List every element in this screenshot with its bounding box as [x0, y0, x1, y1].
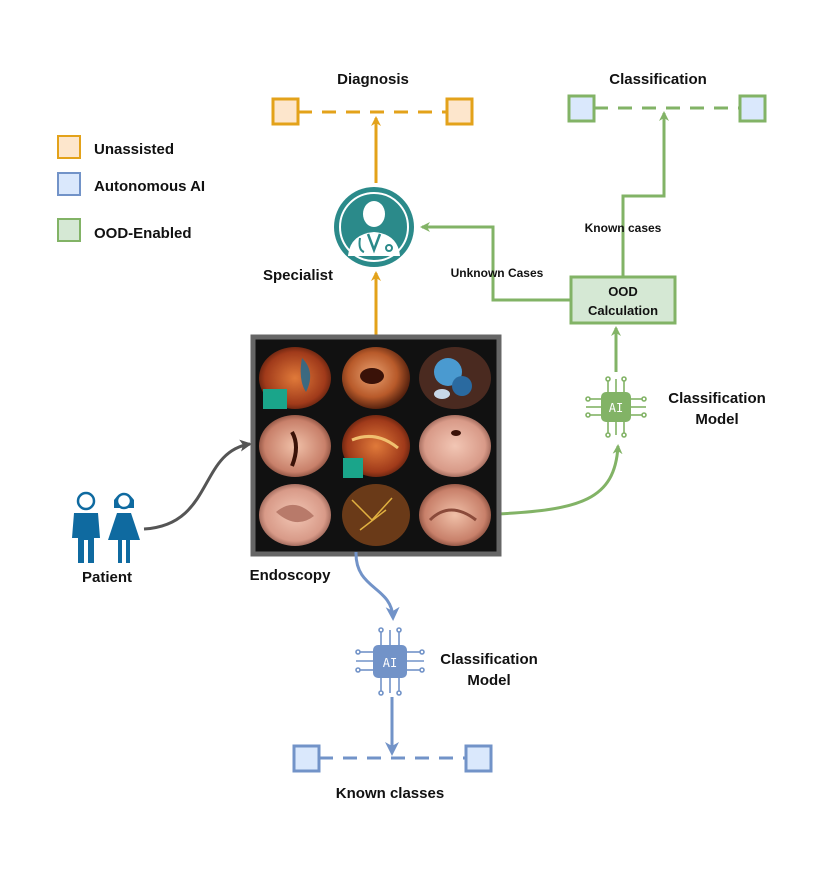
classification-box-right: [738, 94, 767, 123]
ai-chip-blue-text: AI: [383, 656, 397, 670]
diagnosis-label: Diagnosis: [337, 71, 409, 88]
legend-swatch-autonomous-ai: [57, 172, 81, 196]
classification-model-blue-label-line1: Classification: [440, 651, 538, 668]
known-classes-output: Known classes: [292, 744, 493, 802]
specialist-node: Specialist: [263, 187, 414, 342]
known-cases-label: Known cases: [585, 221, 662, 235]
patient-label: Patient: [82, 569, 132, 586]
legend: Unassisted Autonomous AI OOD-Enabled: [57, 135, 205, 242]
endoscopy-label: Endoscopy: [250, 567, 332, 584]
endoscopy-image: [342, 347, 410, 409]
doctor-icon: [334, 187, 414, 267]
classification-model-green-label-line1: Classification: [668, 390, 766, 407]
patients-icon: [72, 491, 140, 563]
known-classes-label: Known classes: [336, 785, 444, 802]
legend-label-autonomous-ai: Autonomous AI: [94, 178, 205, 195]
ood-to-classification-arrow: [621, 111, 669, 277]
legend-swatch-ood-enabled: [57, 218, 81, 242]
diagnosis-output: Diagnosis: [271, 71, 474, 183]
classification-model-green-label-line2: Model: [695, 411, 738, 428]
legend-label-unassisted: Unassisted: [94, 141, 174, 158]
classification-output: Classification: [567, 71, 767, 123]
legend-swatch-unassisted: [57, 135, 81, 159]
ai-chip-icon: [355, 627, 425, 696]
ai-chip-green-body: [601, 392, 631, 422]
classification-model-blue-label-line2: Model: [467, 672, 510, 689]
classification-box-left: [567, 94, 596, 123]
legend-label-ood-enabled: OOD-Enabled: [94, 225, 192, 242]
specialist-label: Specialist: [263, 267, 333, 284]
classification-top-label: Classification: [609, 71, 707, 88]
endoscopy-image: [419, 415, 491, 477]
unknown-cases-label: Unknown Cases: [451, 266, 544, 280]
endoscopy-image: [259, 484, 331, 546]
patient-node: Patient: [72, 439, 252, 586]
endoscopy-image: [419, 484, 491, 546]
ai-chip-icon: [585, 376, 647, 438]
known-classes-box-left: [292, 744, 321, 773]
classification-model-green: AI Classification Model: [496, 326, 766, 516]
endoscopy-image: [342, 484, 410, 546]
endoscopy-to-blue-model-arrow: [354, 551, 400, 621]
ood-label-line1: OOD: [608, 284, 638, 299]
ood-calculation-node: OOD Calculation Unknown Cases Known case…: [420, 111, 677, 325]
known-classes-box-right: [464, 744, 493, 773]
patient-to-endoscopy-arrow: [143, 439, 252, 531]
endoscopy-image: [342, 415, 410, 478]
ai-chip-blue-body: [373, 645, 407, 678]
ood-to-specialist-arrow: [420, 222, 571, 302]
endoscopy-image-grid: Endoscopy: [250, 334, 502, 584]
endoscopy-to-green-model-arrow: [496, 444, 623, 516]
ai-chip-green-text: AI: [609, 401, 623, 415]
endoscopy-image: [259, 415, 331, 477]
endoscopy-image: [419, 347, 491, 409]
diagnosis-box-left: [271, 97, 300, 126]
diagnosis-box-right: [445, 97, 474, 126]
ood-label-line2: Calculation: [588, 303, 658, 318]
classification-model-blue: AI Classification Model: [354, 551, 538, 756]
endoscopy-image: [259, 347, 331, 409]
